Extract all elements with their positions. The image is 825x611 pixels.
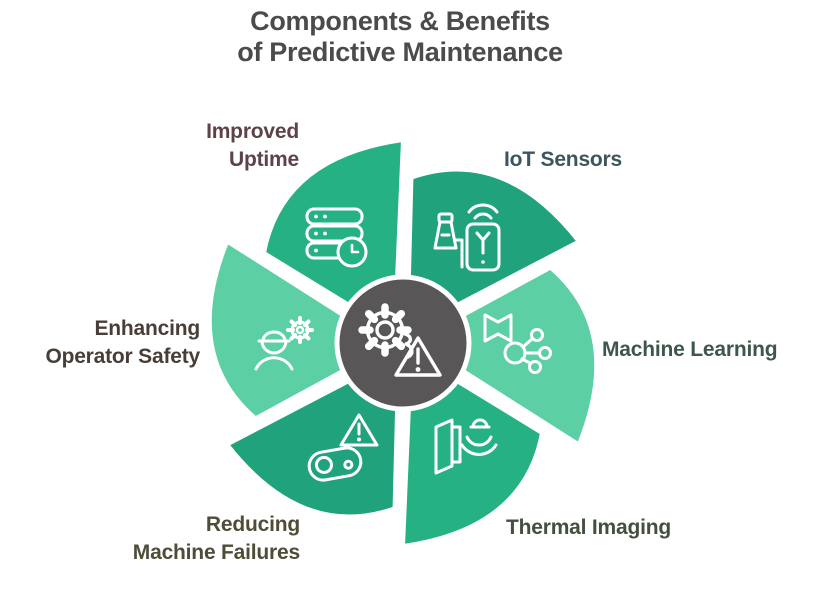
machine-smartphone-icon (433, 203, 501, 272)
alert-roller-icon (307, 413, 379, 482)
page-title-line2: of Predictive Maintenance (237, 37, 563, 67)
label-enhancing-operator-safety-line1: Enhancing (94, 317, 200, 340)
pinwheel (207, 137, 599, 549)
label-improved-uptime-line2: Uptime (229, 148, 299, 171)
gear-alert-icon (358, 303, 442, 377)
label-enhancing-operator-safety-line2: Operator Safety (45, 345, 200, 368)
segment-iot-sensors (406, 167, 582, 320)
page-title-line1: Components & Benefits (250, 6, 550, 36)
label-reducing-machine-failures-line2: Machine Failures (133, 541, 300, 564)
door-sensor-icon (434, 418, 498, 475)
segment-thermal-imaging (400, 378, 545, 549)
label-improved-uptime-line1: Improved (206, 120, 299, 143)
label-thermal-imaging: Thermal Imaging (506, 516, 671, 539)
label-reducing-machine-failures-line1: Reducing (206, 513, 300, 536)
label-machine-learning: Machine Learning (602, 338, 777, 361)
worker-gear-icon (254, 316, 314, 371)
segment-reducing-machine-failures (224, 366, 400, 519)
label-iot-sensors: IoT Sensors (504, 148, 622, 171)
server-clock-icon (305, 207, 368, 268)
book-network-icon (483, 313, 552, 374)
segment-machine-learning (438, 265, 599, 448)
